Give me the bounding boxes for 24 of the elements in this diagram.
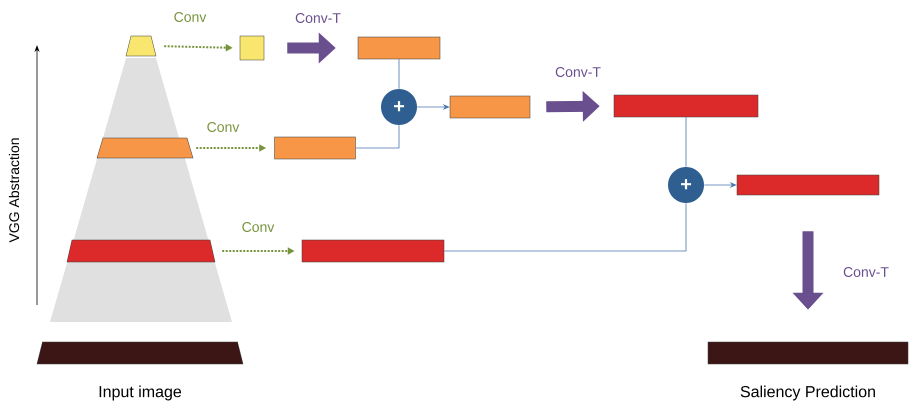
output-bar bbox=[708, 342, 908, 364]
edge-label: Conv-T bbox=[844, 267, 889, 277]
connector-line bbox=[398, 58, 400, 90]
feature-box bbox=[240, 36, 264, 60]
feature-box bbox=[358, 36, 440, 60]
connector-line bbox=[355, 124, 400, 148]
layer-trapezoid bbox=[66, 240, 216, 262]
feature-box bbox=[302, 240, 444, 262]
node-label: Input image bbox=[100, 386, 182, 400]
node-label: Saliency Prediction bbox=[740, 386, 875, 400]
connector-line bbox=[444, 202, 686, 252]
edge-label: Conv bbox=[207, 122, 240, 132]
layer-trapezoid bbox=[36, 342, 244, 364]
feature-box bbox=[274, 136, 356, 160]
edge-label: Conv bbox=[174, 12, 206, 22]
layer-trapezoid bbox=[126, 36, 156, 56]
edge-label: Conv-T bbox=[296, 13, 341, 23]
feature-box bbox=[614, 94, 758, 118]
feature-box bbox=[450, 96, 530, 118]
axis-label: VGG Abstraction bbox=[8, 138, 20, 242]
edge-label: Conv-T bbox=[556, 67, 601, 77]
edge-label: Conv bbox=[242, 222, 274, 232]
layer-trapezoid bbox=[96, 138, 194, 158]
feature-box bbox=[736, 174, 880, 196]
